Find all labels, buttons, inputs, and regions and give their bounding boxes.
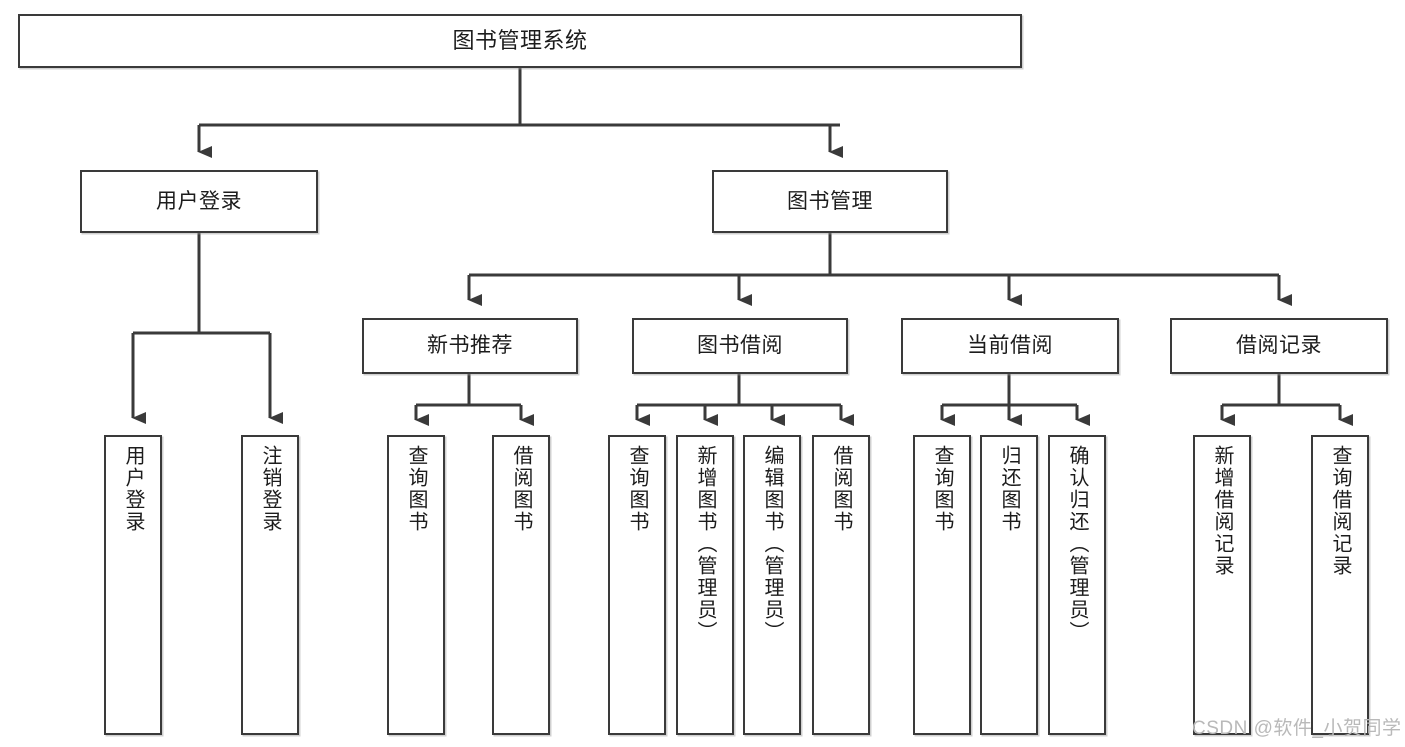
watermark-text: CSDN @软件_小贺同学: [1192, 718, 1402, 739]
node-book-borrow[interactable]: 图书借阅: [632, 318, 848, 374]
leaf-confirm-return-admin[interactable]: 确认归还（管理员）: [1048, 435, 1106, 735]
node-label: 用户登录: [156, 189, 242, 213]
leaf-query-book-recommend[interactable]: 查询图书: [387, 435, 445, 735]
leaf-logout[interactable]: 注销登录: [241, 435, 299, 735]
node-root-system[interactable]: 图书管理系统: [18, 14, 1022, 68]
node-label: 查询图书: [405, 445, 427, 533]
leaf-return-book[interactable]: 归还图书: [980, 435, 1038, 735]
leaf-query-book-borrow[interactable]: 查询图书: [608, 435, 666, 735]
leaf-query-borrow-record[interactable]: 查询借阅记录: [1311, 435, 1369, 735]
node-borrow-record[interactable]: 借阅记录: [1170, 318, 1388, 374]
node-label: 图书借阅: [697, 334, 783, 358]
node-label: 图书管理: [787, 189, 873, 213]
node-label: 用户登录: [122, 445, 144, 533]
node-label: 查询图书: [626, 445, 648, 533]
node-new-book-recommend[interactable]: 新书推荐: [362, 318, 578, 374]
node-label: 借阅图书: [830, 445, 852, 533]
node-label: 新书推荐: [427, 334, 513, 358]
node-current-borrow[interactable]: 当前借阅: [901, 318, 1119, 374]
leaf-borrow-book[interactable]: 借阅图书: [812, 435, 870, 735]
node-book-management[interactable]: 图书管理: [712, 170, 948, 233]
node-label: 编辑图书（管理员）: [761, 445, 783, 643]
leaf-borrow-book-recommend[interactable]: 借阅图书: [492, 435, 550, 735]
node-label: 借阅记录: [1236, 334, 1322, 358]
node-label: 注销登录: [259, 445, 281, 533]
node-label: 新增图书（管理员）: [694, 445, 716, 643]
leaf-add-borrow-record[interactable]: 新增借阅记录: [1193, 435, 1251, 735]
node-label: 借阅图书: [510, 445, 532, 533]
node-label: 图书管理系统: [452, 27, 588, 53]
leaf-query-book-current[interactable]: 查询图书: [913, 435, 971, 735]
node-label: 查询借阅记录: [1329, 445, 1351, 577]
node-label: 当前借阅: [967, 334, 1053, 358]
leaf-user-login[interactable]: 用户登录: [104, 435, 162, 735]
node-user-login[interactable]: 用户登录: [80, 170, 318, 233]
node-label: 确认归还（管理员）: [1066, 445, 1088, 643]
node-label: 查询图书: [931, 445, 953, 533]
leaf-add-book-admin[interactable]: 新增图书（管理员）: [676, 435, 734, 735]
node-label: 新增借阅记录: [1211, 445, 1233, 577]
node-label: 归还图书: [998, 445, 1020, 533]
leaf-edit-book-admin[interactable]: 编辑图书（管理员）: [743, 435, 801, 735]
